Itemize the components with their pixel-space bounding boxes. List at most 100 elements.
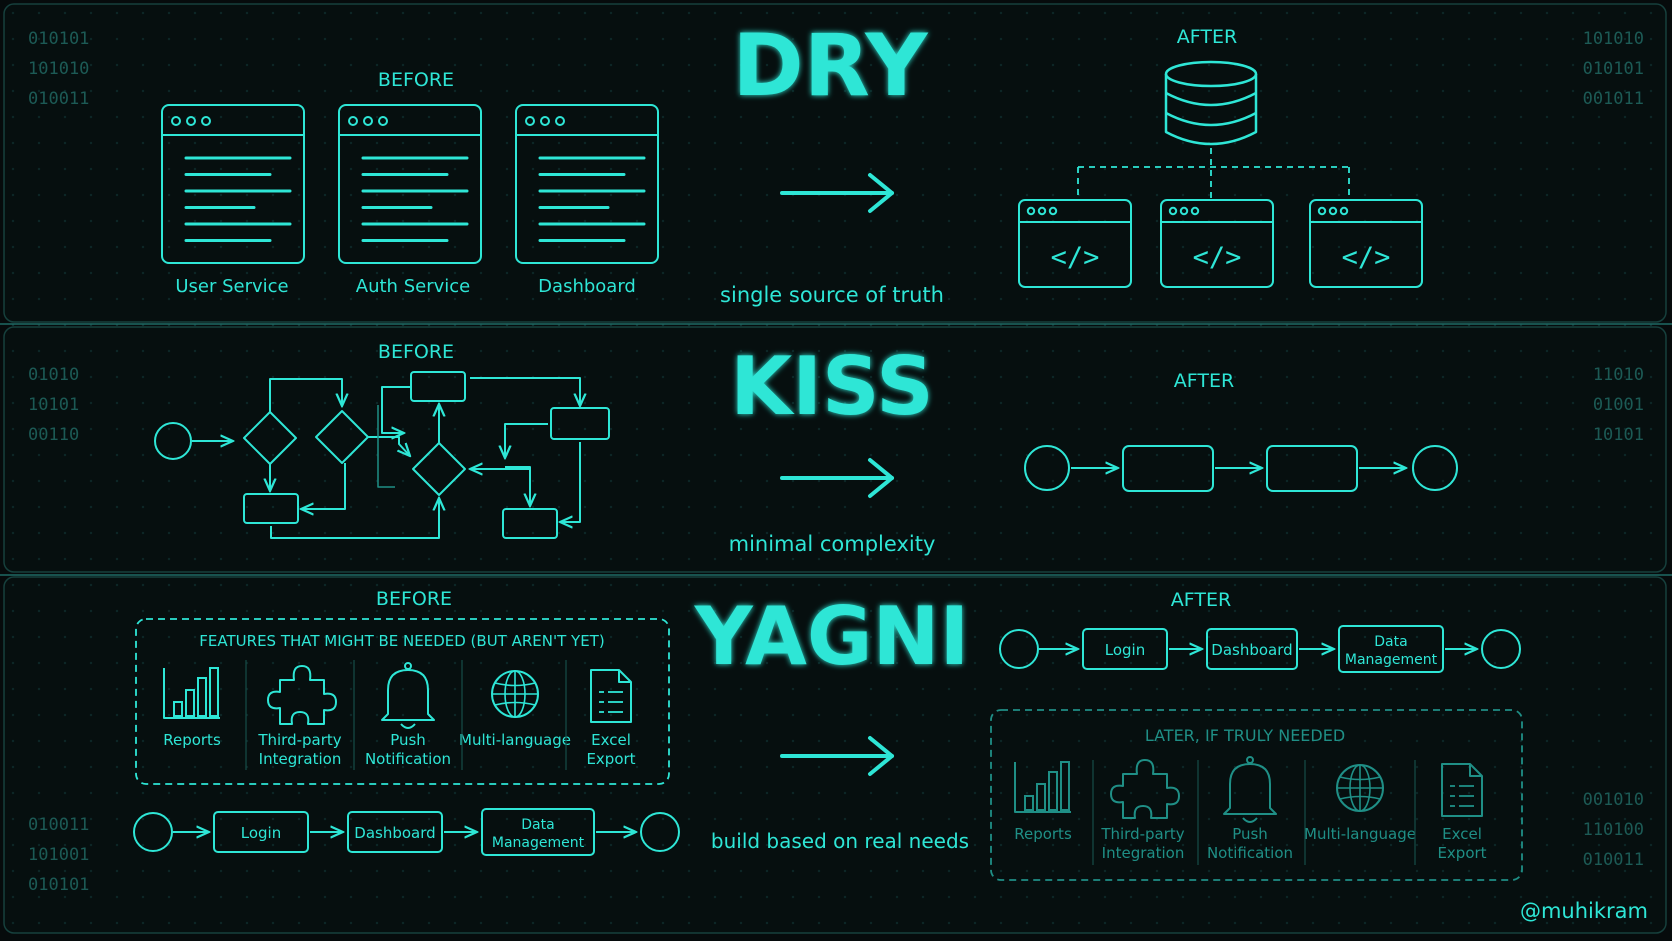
bar [1060,761,1070,811]
feature-label: Export [586,750,635,768]
window-dot [1037,206,1047,216]
window-dot [1317,206,1327,216]
flow-box [1338,625,1444,673]
flow-arrow [301,463,346,509]
doc-fold [618,670,631,683]
flow-box-label: Management [1345,652,1438,668]
window-frame [515,104,659,264]
window-frame [161,104,305,264]
window-frame [1160,199,1274,288]
bar-chart-icon [1014,761,1071,813]
bar [173,701,183,717]
dry-title: DRY [732,16,929,116]
flow-box-label: Login [1105,641,1145,659]
feature-label: Third-party [257,731,341,749]
binary-text: 010011 [28,815,89,835]
puzzle-icon [267,665,337,725]
features-box-frame [135,618,670,785]
bell-top [404,662,412,670]
flow-arrow [560,442,581,522]
binary-text: 01010 [28,365,79,385]
start-node [133,812,173,852]
yagni-before-label: BEFORE [376,588,452,610]
flow-connector [377,405,395,488]
service-label: Auth Service [356,276,470,297]
end-node [640,812,680,852]
section-panel [3,326,1667,573]
process-node [502,508,558,539]
doc-outline [1441,763,1483,817]
bar [1048,771,1058,811]
window-dot [1048,206,1058,216]
axis [1014,762,1071,813]
flow-box-label: Dashboard [1211,641,1292,659]
later-box-frame [990,709,1523,881]
document-icon [590,669,632,723]
complex-flowchart [154,371,610,539]
binary-text: 101010 [28,59,89,79]
feature-label: Export [1437,844,1486,862]
flow-arrow [505,466,530,506]
kiss-title: KISS [730,340,933,433]
globe-icon [491,670,539,718]
binary-text: 001010 [1583,790,1644,810]
binary-text: 010101 [1583,59,1644,79]
binary-text: 01001 [1593,395,1644,415]
decision-node [315,410,369,464]
decision-node [412,442,466,496]
window-frame [1018,199,1132,288]
bar [197,677,207,717]
kiss-before-label: BEFORE [378,341,454,363]
flow-arrow [381,386,410,433]
window-dot [1168,206,1178,216]
flow-box-label: Dashboard [354,824,435,842]
later-box-title: LATER, IF TRULY NEEDED [1145,726,1345,745]
db-ring [1165,111,1257,127]
arrow-head [868,458,894,498]
flow-box [213,811,309,853]
flow-box-label: Data [521,817,554,833]
bell-body [381,669,435,721]
globe-latitude [494,701,536,706]
features-box: FEATURES THAT MIGHT BE NEEDED (BUT AREN'… [135,618,670,785]
dry-after-label: AFTER [1177,26,1237,48]
service-label: Dashboard [538,276,636,297]
code-window-icon: </> [1018,199,1132,288]
end-node [1412,445,1458,491]
bell-top [1246,756,1254,764]
process-node [243,493,299,524]
puzzle-outline [267,665,337,725]
code-glyph: </> [1342,242,1391,273]
flow-box-label: Data [1374,634,1407,650]
feature-label: Push [390,731,426,749]
window-dot [1190,206,1200,216]
doc-fold [1469,764,1482,777]
browser-window-icon [515,104,659,264]
process-node [1122,445,1214,492]
bell-icon [381,662,435,729]
section-panel [3,3,1667,323]
binary-text: 010101 [28,875,89,895]
window-dot [555,116,565,126]
feature-label: Multi-language [459,731,571,749]
flow-arrow [368,436,410,456]
section-panels [0,3,1672,934]
binary-text: 101010 [1583,29,1644,49]
code-window-icon: </> [1309,199,1423,288]
window-dot [525,116,535,126]
globe-latitude [1339,776,1381,781]
feature-label: Integration [259,750,342,768]
feature-label: Integration [1102,844,1185,862]
kiss-subtitle: minimal complexity [729,532,936,556]
bell-icon [1223,756,1277,823]
bar [1036,783,1046,811]
bar [1024,795,1034,811]
service-label: User Service [175,276,288,297]
db-body [1164,74,1258,146]
window-dot [363,116,373,126]
